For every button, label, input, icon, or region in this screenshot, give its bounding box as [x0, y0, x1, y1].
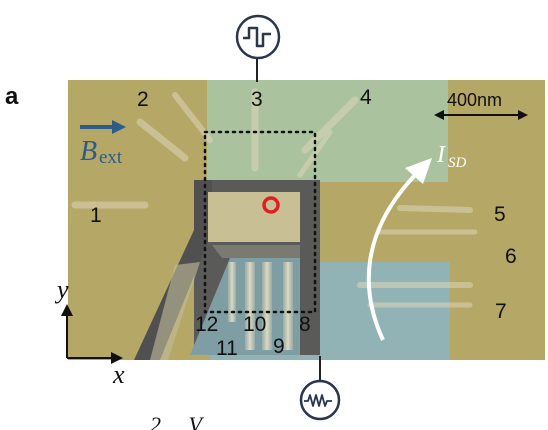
gate-label-9: 9: [273, 335, 285, 358]
gate-label-11: 11: [216, 337, 238, 360]
gate-label-7: 7: [495, 300, 507, 323]
axis-y-label: y: [54, 275, 69, 304]
resistor-icon: [299, 356, 341, 421]
current-label: I SD: [436, 142, 467, 171]
caption-fragment: 2 V: [150, 412, 205, 430]
svg-text:SD: SD: [448, 155, 467, 171]
gate-label-5: 5: [494, 203, 506, 226]
gate-label-10: 10: [243, 313, 266, 336]
current-arrow: [366, 158, 432, 341]
gate-fingers: [71, 88, 478, 308]
field-arrow: [80, 120, 126, 134]
gate-label-4: 4: [360, 86, 372, 109]
gate-label-12: 12: [195, 313, 218, 336]
svg-text:ext: ext: [99, 147, 123, 168]
scale-arrow-icon: [434, 110, 528, 120]
svg-text:I: I: [436, 142, 446, 168]
axes-icon: [61, 304, 123, 364]
axis-x-label: x: [112, 360, 125, 389]
qubit-dot-icon: [262, 196, 280, 214]
svg-text:B: B: [80, 136, 97, 167]
gate-label-8: 8: [299, 313, 311, 336]
pulse-source-icon: [235, 14, 281, 82]
gate-label-3: 3: [251, 88, 263, 111]
channel-fingers: [228, 262, 293, 350]
gate-label-1: 1: [90, 204, 102, 227]
scale-bar-label: 400nm: [447, 90, 502, 110]
zoom-region-box: [203, 130, 317, 314]
field-label: B ext: [80, 136, 123, 168]
gate-label-6: 6: [505, 245, 517, 268]
gate-label-2: 2: [137, 88, 149, 111]
panel-label: a: [5, 83, 19, 110]
